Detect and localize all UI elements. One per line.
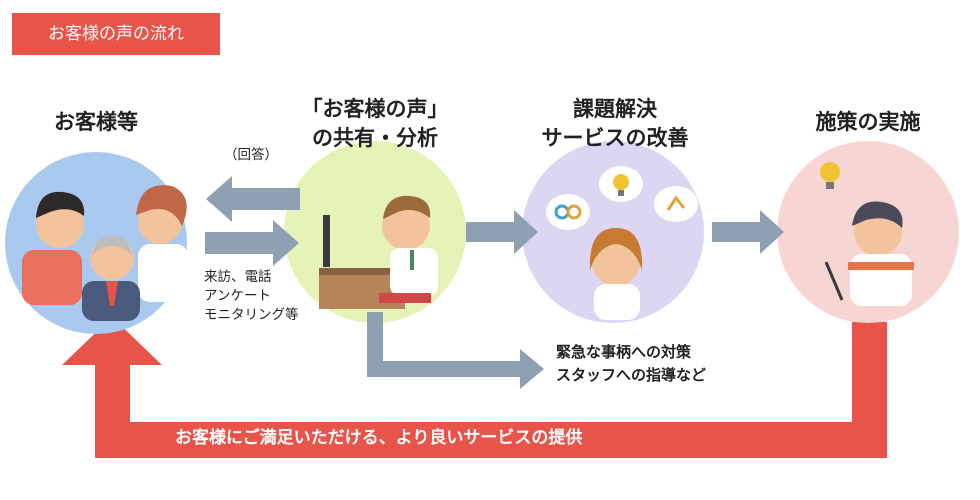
analysis-to-improvement-arrow xyxy=(466,210,538,254)
implementation-illustration xyxy=(820,162,914,306)
stage-title-implementation: 施策の実施 xyxy=(815,110,921,134)
stage-title-analysis: 「お客様の声」 の共有・分析 xyxy=(301,97,449,150)
reply-label: （回答） xyxy=(224,147,278,163)
stage-title-improvement: 課題解決 サービスの改善 xyxy=(541,97,689,150)
improvement-to-implementation-arrow xyxy=(712,210,784,254)
feedback-label: お客様にご満足いただける、より良いサービスの提供 xyxy=(175,428,583,448)
analyst-illustration xyxy=(319,195,438,309)
feedback-loop-arrow xyxy=(62,317,887,458)
stage-title-customers: お客様等 xyxy=(54,110,138,134)
channel-list: 来訪、電話 アンケート モニタリング等 xyxy=(204,269,299,323)
urgent-action-arrow xyxy=(367,312,544,389)
customers-illustration xyxy=(22,185,188,321)
action-list: 緊急な事柄への対策 スタッフへの指導など xyxy=(556,343,707,384)
inquiry-arrow xyxy=(205,220,299,266)
reply-arrow xyxy=(206,176,300,222)
improvement-illustration xyxy=(546,166,698,320)
flow-title-tag: お客様の声の流れ xyxy=(12,13,220,55)
